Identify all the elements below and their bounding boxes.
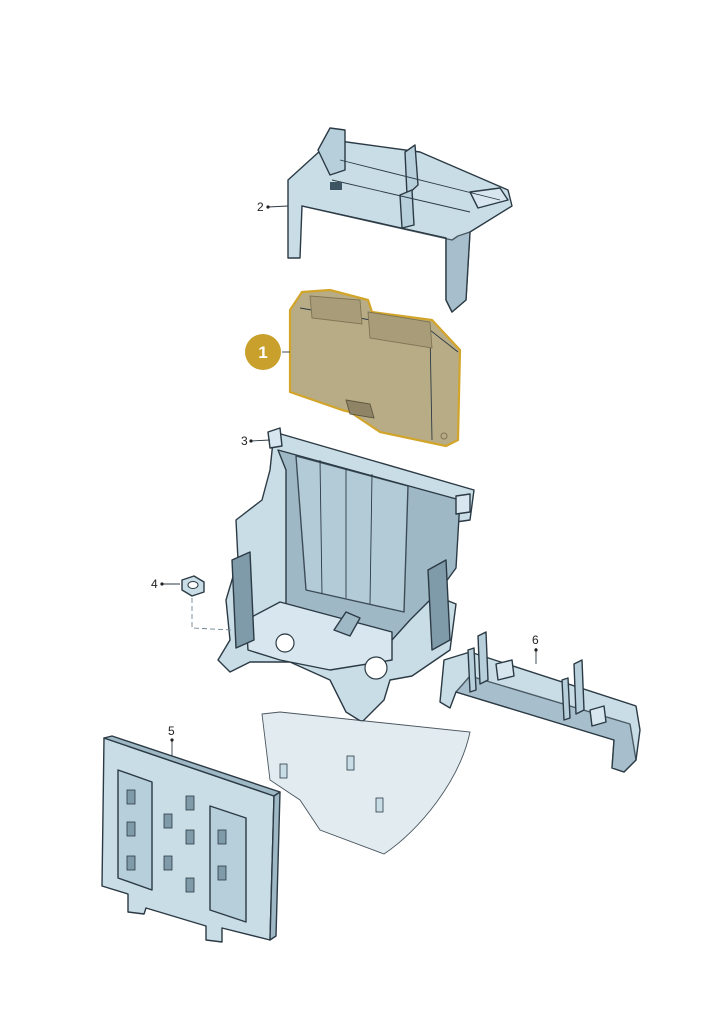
part-6-side-bracket[interactable] (439, 631, 641, 773)
callout-4: 4 (151, 577, 180, 591)
plate-clips (126, 789, 227, 893)
callout-3-label: 3 (241, 434, 248, 448)
callout-1-label: 1 (258, 343, 267, 362)
part-5-plate[interactable] (101, 735, 281, 943)
callout-6-label: 6 (532, 633, 539, 647)
callout-6: 6 (532, 633, 539, 664)
part-4-nut[interactable] (181, 575, 233, 631)
callout-2: 2 (257, 200, 289, 214)
callout-5-label: 5 (168, 724, 175, 738)
callout-2-label: 2 (257, 200, 264, 214)
part-3-holder-tray[interactable] (217, 427, 475, 723)
callout-4-label: 4 (151, 577, 158, 591)
vehicle-floor-section (261, 711, 471, 855)
callout-5: 5 (168, 724, 175, 756)
callout-3: 3 (241, 434, 271, 448)
part-2-upper-bracket[interactable] (287, 127, 513, 313)
part-1-control-unit[interactable] (288, 288, 462, 448)
callout-1-badge: 1 (245, 334, 290, 370)
